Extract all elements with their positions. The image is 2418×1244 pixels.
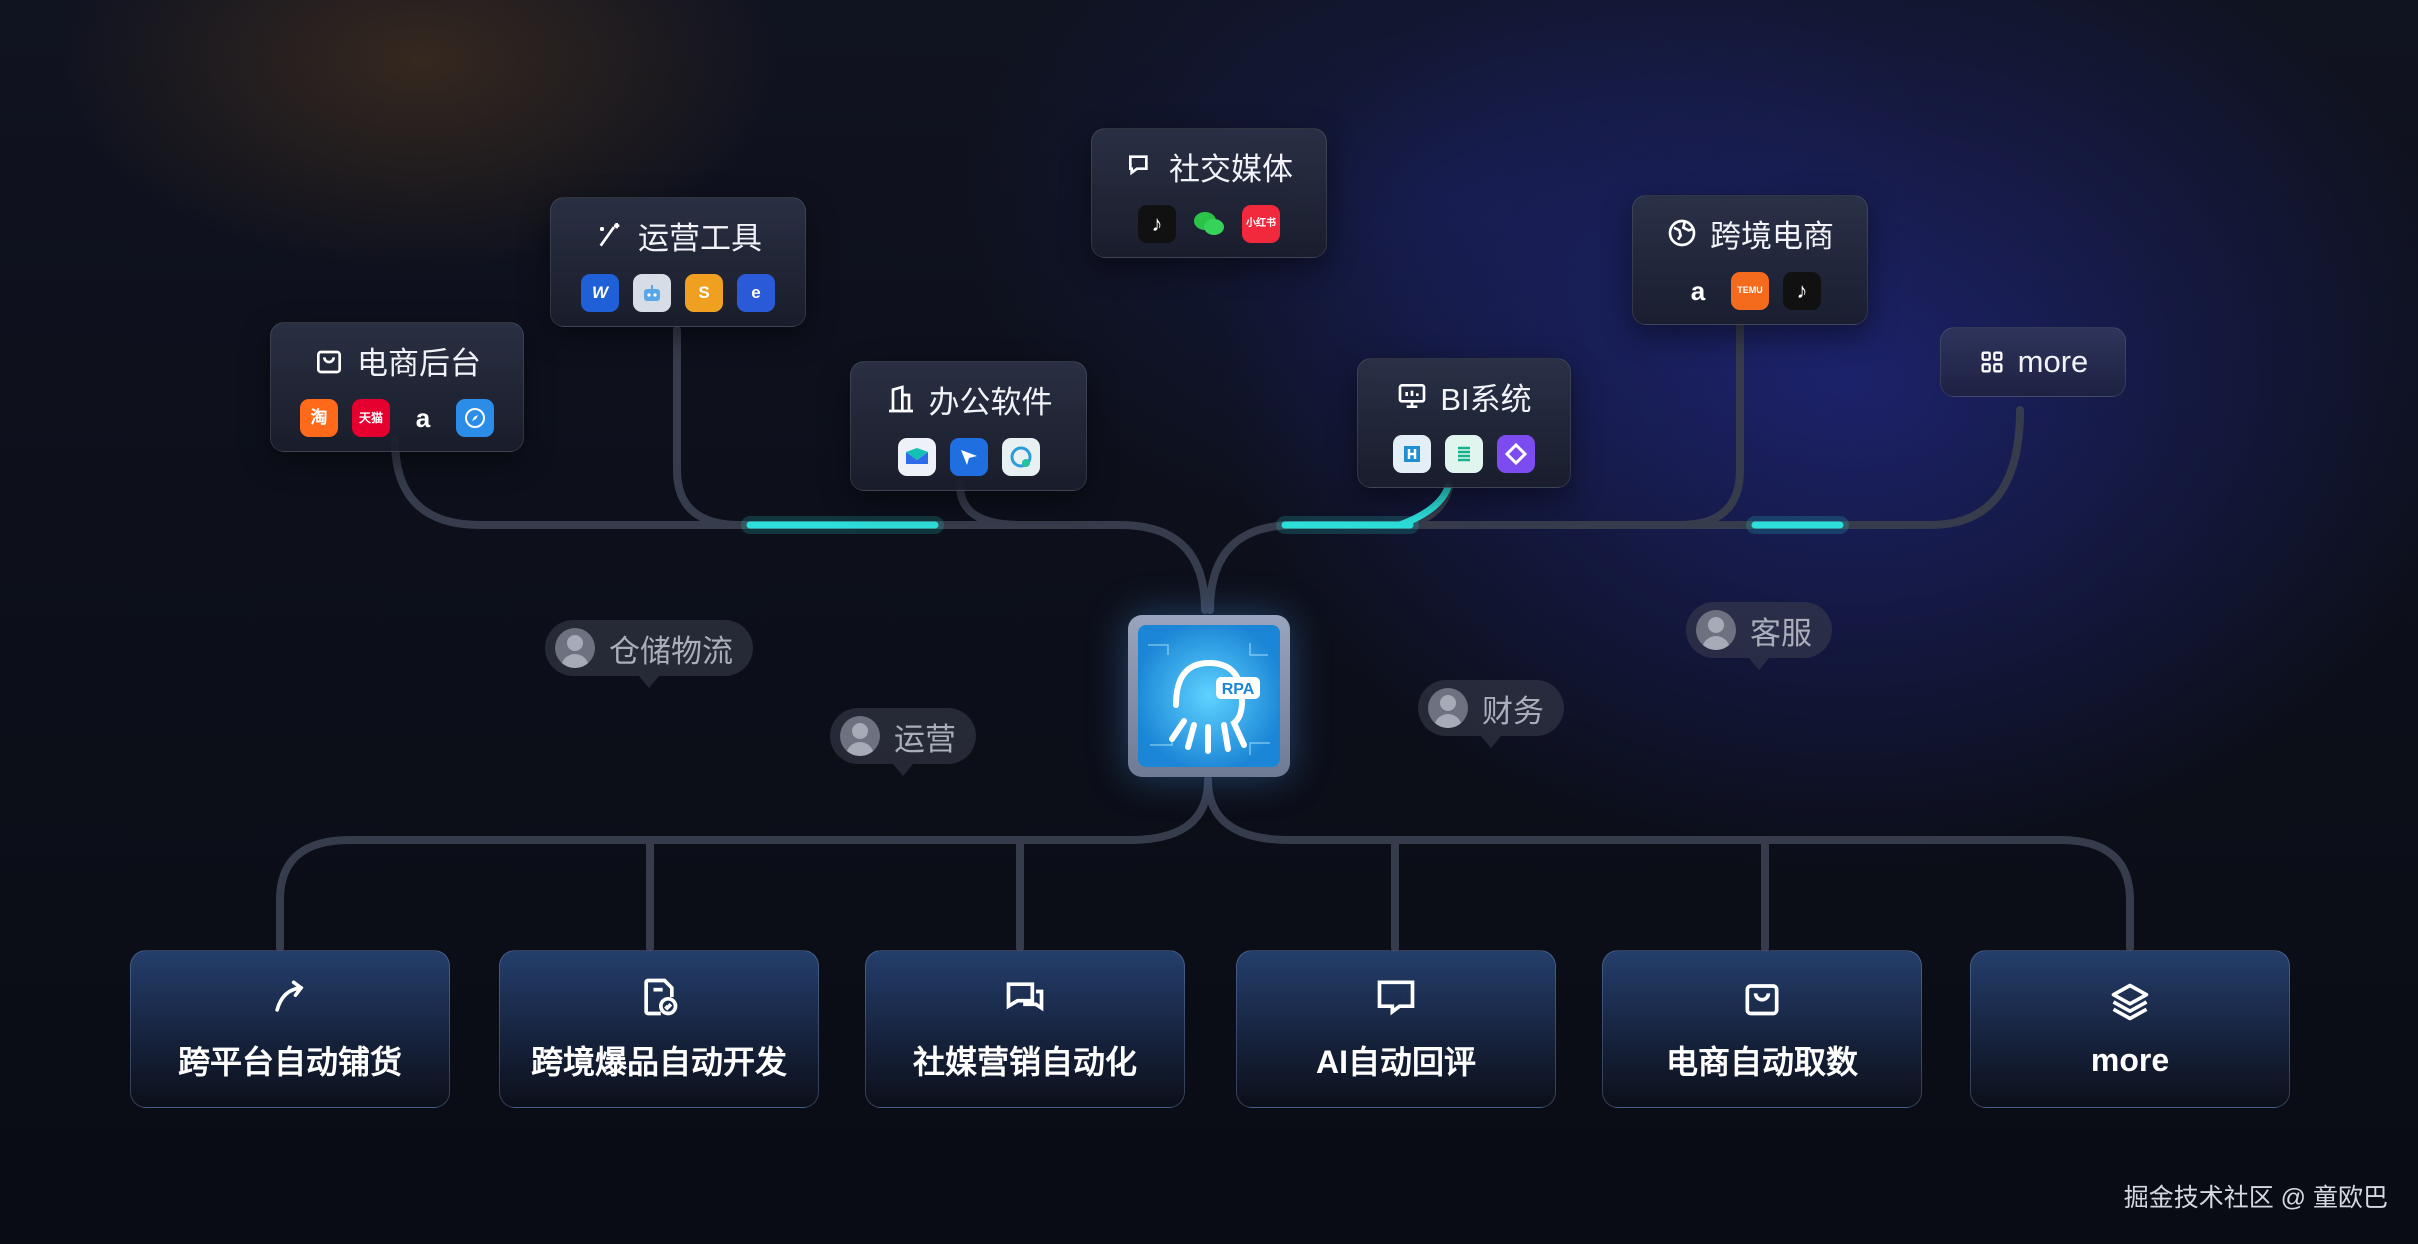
- scenario-label: more: [2090, 1041, 2170, 1078]
- role-warehouse: 仓储物流: [545, 620, 753, 688]
- magic-wand-icon: [599, 223, 620, 247]
- watermark: 掘金技术社区 @ 童欧巴: [2123, 1184, 2388, 1212]
- app-chat-icon[interactable]: [1001, 437, 1040, 476]
- app-bi2-icon[interactable]: [1445, 434, 1483, 473]
- card-bi-system[interactable]: BI系统: [1357, 358, 1571, 488]
- card-cross-border[interactable]: 跨境电商 a TEMU ♪: [1632, 195, 1868, 325]
- wechat-icon[interactable]: [1190, 205, 1228, 243]
- hub-label: RPA: [1222, 681, 1255, 698]
- card-social-media[interactable]: 社交媒体 ♪ 小红书: [1091, 128, 1327, 258]
- card-title: 办公软件: [928, 384, 1053, 420]
- card-title: more: [2017, 344, 2089, 379]
- amazon-icon[interactable]: a: [415, 402, 431, 433]
- card-title: 跨境电商: [1710, 218, 1834, 254]
- shopping-bag-icon: [317, 350, 341, 374]
- scenario-card-more[interactable]: more: [1970, 950, 2290, 1108]
- app-s-icon[interactable]: S: [685, 273, 723, 312]
- scenario-label: 电商自动取数: [1665, 1044, 1858, 1080]
- scenario-label: 跨平台自动铺货: [177, 1044, 402, 1080]
- message-dots-icon: [1377, 980, 1415, 1016]
- avatar-icon: [840, 716, 880, 756]
- taobao-icon[interactable]: 淘: [300, 398, 338, 437]
- scenario-label: 跨境爆品自动开发: [530, 1044, 787, 1080]
- grid-icon: [1981, 351, 2003, 373]
- scenario-label: 社媒营销自动化: [912, 1044, 1137, 1080]
- card-title: 运营工具: [638, 220, 762, 256]
- avatar-icon: [1696, 610, 1736, 650]
- building-icon: [888, 385, 913, 413]
- chat-bubbles-icon: [1006, 982, 1044, 1012]
- shopping-bag-icon: [1745, 984, 1779, 1016]
- role-operations: 运营: [830, 708, 976, 776]
- app-blue-icon[interactable]: [897, 437, 936, 476]
- amazon-icon[interactable]: a: [1690, 275, 1706, 306]
- scenario-card-ai-review-reply[interactable]: AI自动回评: [1236, 950, 1556, 1108]
- octopus-robot-icon: RPA: [1148, 643, 1270, 755]
- role-customer-service: 客服: [1686, 602, 1832, 670]
- avatar-icon: [555, 628, 595, 668]
- card-ops-tools[interactable]: 运营工具 W S e: [550, 197, 806, 327]
- card-more-top[interactable]: more: [1940, 327, 2126, 397]
- scenario-card-ecommerce-data[interactable]: 电商自动取数: [1602, 950, 1922, 1108]
- scenario-card-hot-product-dev[interactable]: 跨境爆品自动开发: [499, 950, 819, 1108]
- avatar-icon: [1428, 688, 1468, 728]
- card-title: 电商后台: [357, 345, 481, 381]
- card-office-software[interactable]: 办公软件: [850, 361, 1087, 491]
- app-bi3-icon[interactable]: [1497, 434, 1535, 473]
- role-finance: 财务: [1418, 680, 1564, 748]
- app-e-icon[interactable]: e: [737, 273, 775, 312]
- feishu-icon[interactable]: [949, 437, 988, 476]
- role-label: 客服: [1750, 615, 1812, 651]
- role-label: 运营: [894, 721, 956, 757]
- rpa-hub[interactable]: RPA: [1128, 615, 1290, 777]
- globe-icon: [1668, 219, 1696, 247]
- card-ecommerce-backend[interactable]: 电商后台 淘 天猫 a: [270, 322, 524, 452]
- tmall-icon[interactable]: 天猫: [352, 398, 390, 437]
- tiktok-icon[interactable]: ♪: [1138, 204, 1176, 243]
- scenario-card-cross-platform-listing[interactable]: 跨平台自动铺货: [130, 950, 450, 1108]
- role-label: 财务: [1482, 693, 1544, 729]
- tiktok-icon[interactable]: ♪: [1783, 271, 1821, 310]
- scenario-card-social-marketing[interactable]: 社媒营销自动化: [865, 950, 1185, 1108]
- xiaohongshu-icon[interactable]: 小红书: [1242, 204, 1280, 243]
- role-label: 仓储物流: [609, 633, 733, 669]
- robot-icon[interactable]: [633, 273, 671, 312]
- app-bi1-icon[interactable]: [1393, 434, 1431, 473]
- card-title: 社交媒体: [1169, 151, 1293, 187]
- dashboard-icon: [1399, 384, 1426, 408]
- temu-icon[interactable]: TEMU: [1731, 271, 1769, 310]
- doc-check-icon: [644, 978, 678, 1016]
- chat-bubbles-icon: [1129, 155, 1148, 176]
- layers-icon: [2111, 983, 2149, 1020]
- app-w-icon[interactable]: W: [581, 273, 619, 312]
- card-title: BI系统: [1440, 381, 1532, 417]
- compass-icon[interactable]: [456, 398, 494, 437]
- arrow-curve-icon: [275, 980, 304, 1012]
- scenario-label: AI自动回评: [1315, 1044, 1476, 1080]
